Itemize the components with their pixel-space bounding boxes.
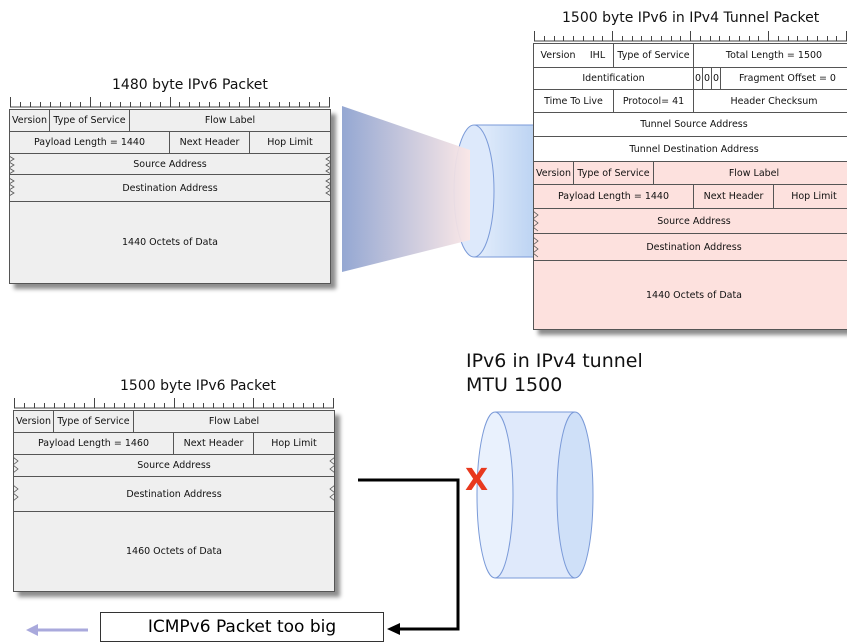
tunnel-row-3: Time To Live Protocol= 41 Header Checksu… [534, 90, 847, 113]
pkt2-row-2: Payload Length = 1460 Next Header Hop Li… [14, 433, 334, 455]
pkt2-row-dst: Destination Address [14, 477, 334, 512]
tunnel-row-src: Tunnel Source Address [534, 113, 847, 137]
pkt1-data: 1440 Octets of Data [121, 236, 219, 248]
tunnel-inner-flow-label: Flow Label [728, 167, 780, 179]
pkt2-title: 1500 byte IPv6 Packet [120, 378, 276, 394]
pkt2-right-zigzag [329, 456, 335, 502]
pkt2-data: 1460 Octets of Data [125, 545, 223, 557]
pkt2-next-header: Next Header [174, 433, 254, 454]
tunnel-row-2: Identification 0 0 0 Fragment Offset = 0 [534, 68, 847, 90]
tunnel-flag-2: 0 [703, 68, 712, 89]
tunnel-label-line-2: MTU 1500 [466, 374, 563, 396]
bottom-pipe-front [476, 411, 514, 579]
tunnel-protocol: Protocol= 41 [614, 90, 694, 112]
tunnel-row-1: Version IHL Type of Service Total Length… [534, 44, 847, 68]
pkt1-title: 1480 byte IPv6 Packet [112, 77, 268, 93]
tunnel-total-length: Total Length = 1500 [725, 50, 823, 61]
pkt1-row-src: Source Address [10, 154, 330, 175]
pkt1-payload-length: Payload Length = 1440 [10, 132, 170, 153]
pkt2-payload-length: Payload Length = 1460 [14, 433, 174, 454]
pkt1-next-header: Next Header [170, 132, 250, 153]
tunnel-ihl: IHL [582, 44, 614, 67]
icmp-packet-too-big-label: ICMPv6 Packet too big [100, 612, 384, 642]
pkt1-tos: Type of Service [50, 110, 130, 131]
tunnel-inner-data: 1440 Octets of Data [534, 261, 847, 329]
tunnel-flag-1: 0 [694, 68, 703, 89]
pkt1-hop-limit: Hop Limit [267, 137, 313, 148]
pkt1-version: Version [10, 110, 50, 131]
tunnel-source: Tunnel Source Address [640, 119, 748, 130]
tunnel-inner-next-header: Next Header [694, 185, 774, 208]
pkt2-ruler [14, 398, 334, 409]
pkt1-right-zigzag [325, 155, 331, 197]
pkt2-tos: Type of Service [54, 411, 134, 432]
bottom-pipe-back [556, 411, 594, 579]
tunnel-inner-tos: Type of Service [574, 162, 654, 184]
tunnel-inner-destination: Destination Address [646, 241, 742, 253]
icmp-arrow-head [387, 623, 400, 635]
flow-line [358, 478, 460, 631]
pkt2-version: Version [14, 411, 54, 432]
tunnel-identification: Identification [534, 68, 694, 89]
pkt1-frame: Version Type of Service Flow Label Paylo… [9, 109, 331, 284]
pkt1-row-1: Version Type of Service Flow Label [10, 110, 330, 132]
tunnel-pkt-ruler [534, 31, 847, 42]
funnel-shape [342, 106, 470, 272]
tunnel-inner-source: Source Address [657, 215, 731, 227]
tunnel-header-checksum: Header Checksum [730, 95, 818, 107]
tunnel-inner-version: Version [534, 162, 574, 184]
pkt1-flow-label: Flow Label [204, 115, 256, 126]
pkt1-destination: Destination Address [122, 182, 218, 194]
tunnel-destination: Tunnel Destination Address [629, 143, 759, 155]
pkt2-frame: Version Type of Service Flow Label Paylo… [13, 410, 335, 592]
pkt1-row-dst: Destination Address [10, 175, 330, 202]
pkt1-row-2: Payload Length = 1440 Next Header Hop Li… [10, 132, 330, 154]
tunnel-inner-row-2: Payload Length = 1440 Next Header Hop Li… [534, 185, 847, 209]
pkt2-left-zigzag [13, 456, 19, 502]
bottom-pipe-body [495, 412, 575, 578]
tunnel-pkt-title: 1500 byte IPv6 in IPv4 Tunnel Packet [562, 10, 820, 26]
tunnel-inner-row-dst: Destination Address [534, 234, 847, 261]
pkt2-flow-label: Flow Label [208, 416, 260, 427]
tunnel-version: Version [540, 50, 576, 61]
tunnel-pkt-frame: Version IHL Type of Service Total Length… [533, 43, 847, 330]
pkt2-row-1: Version Type of Service Flow Label [14, 411, 334, 433]
pkt2-destination: Destination Address [126, 488, 222, 500]
tunnel-fragment-offset: Fragment Offset = 0 [739, 73, 836, 84]
blocked-x-icon: X [465, 463, 489, 498]
pkt1-left-zigzag [9, 155, 15, 197]
tunnel-tos: Type of Service [614, 44, 694, 67]
pkt2-source: Source Address [137, 460, 211, 471]
pkt2-row-src: Source Address [14, 455, 334, 477]
tunnel-row-dst: Tunnel Destination Address [534, 137, 847, 162]
tunnel-left-zigzag [533, 210, 539, 258]
tunnel-inner-row-1: Version Type of Service Flow Label [534, 162, 847, 185]
tunnel-label-line-1: IPv6 in IPv4 tunnel [466, 350, 643, 372]
tunnel-inner-payload-length: Payload Length = 1440 [534, 185, 694, 208]
tunnel-inner-row-src: Source Address [534, 209, 847, 234]
pkt1-source: Source Address [133, 158, 207, 170]
tunnel-inner-hop-limit: Hop Limit [791, 191, 837, 202]
pkt2-hop-limit: Hop Limit [271, 438, 317, 449]
tunnel-ttl: Time To Live [534, 90, 614, 112]
back-arrow-head [26, 624, 38, 636]
pkt1-ruler [10, 97, 330, 108]
tunnel-flag-3: 0 [712, 68, 721, 89]
